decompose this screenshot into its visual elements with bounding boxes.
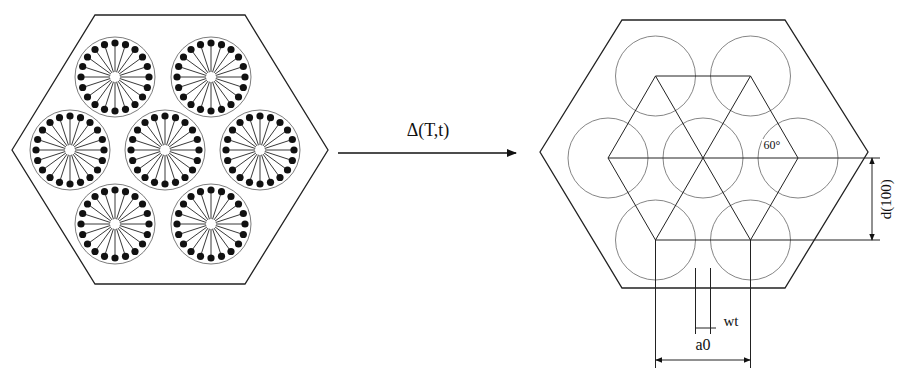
lattice-lines	[608, 76, 880, 240]
micelle	[30, 110, 110, 190]
micelle	[125, 110, 205, 190]
angle-label: 60°	[762, 139, 783, 152]
micelle	[75, 37, 155, 117]
process-condition: Δ(T,t)	[405, 121, 452, 141]
micelle	[171, 37, 251, 117]
dimension-lines	[656, 158, 873, 368]
micelle	[220, 110, 300, 190]
transform-arrow	[338, 152, 516, 154]
pore-circles	[568, 36, 838, 280]
right-hexagon	[540, 20, 868, 288]
left-hexagon	[12, 15, 328, 284]
micelle-group	[30, 37, 300, 264]
micelle	[75, 184, 155, 264]
wall-thickness-label: wt	[722, 313, 741, 330]
micelle	[171, 184, 251, 264]
lattice-parameter-label: a0	[693, 336, 712, 354]
spacing-label: d(100)	[878, 177, 895, 221]
